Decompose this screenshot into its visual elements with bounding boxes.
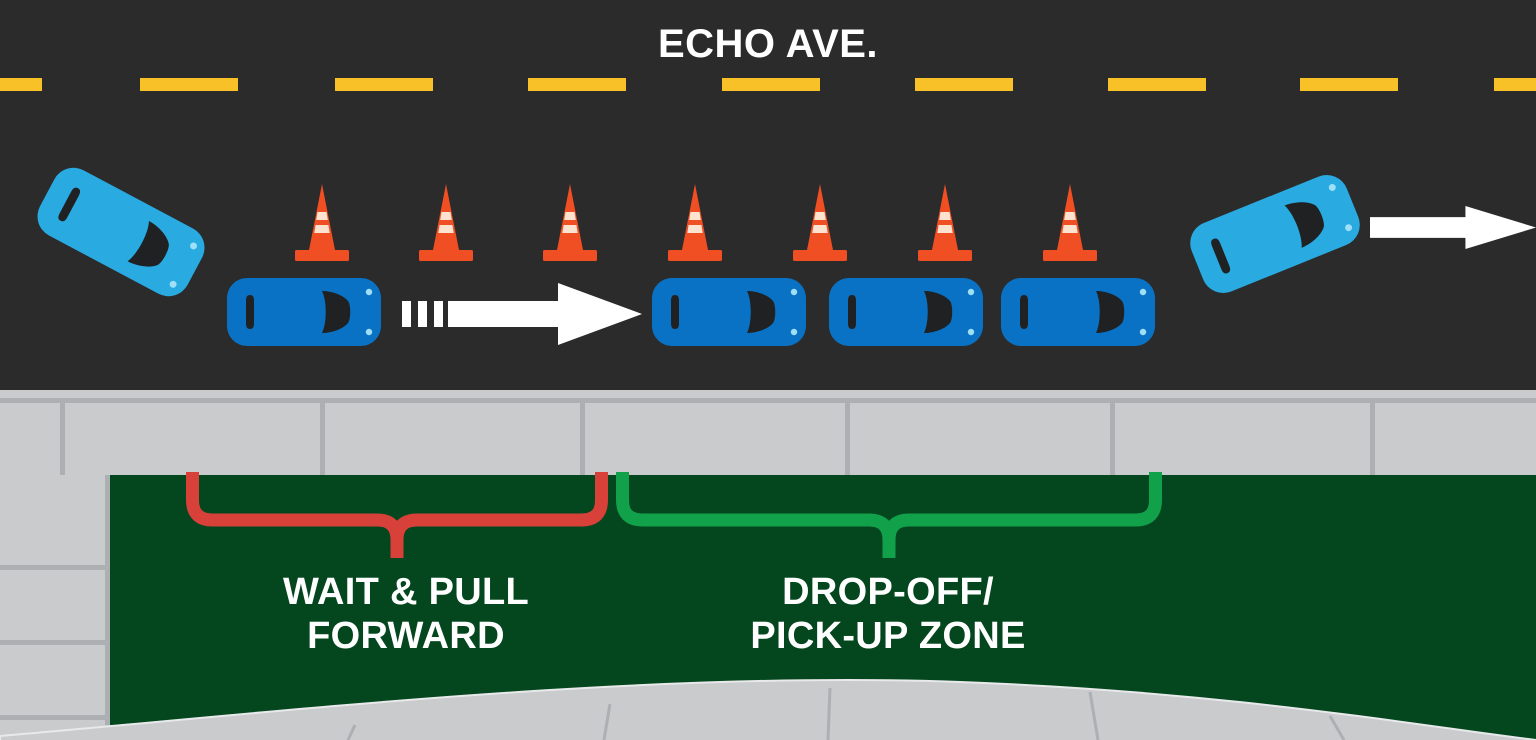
exit-arrow bbox=[1370, 206, 1536, 249]
sidewalk-seam-6 bbox=[1370, 403, 1375, 475]
lane-dash-8 bbox=[1300, 78, 1398, 91]
lane-dash-2 bbox=[140, 78, 238, 91]
traffic-cone-4 bbox=[668, 184, 722, 261]
lane-dash-3 bbox=[335, 78, 433, 91]
bracket-drop-off-pick-up bbox=[616, 472, 1162, 558]
traffic-cone-1 bbox=[295, 184, 349, 261]
left-sidewalk-seam-3 bbox=[0, 715, 110, 720]
pull-forward-arrow bbox=[402, 283, 642, 345]
sidewalk-seam-5 bbox=[1110, 403, 1115, 475]
zone-label-drop-off-pick-up: DROP-OFF/PICK-UP ZONE bbox=[548, 570, 1228, 659]
lane-dash-4 bbox=[528, 78, 626, 91]
lane-dash-6 bbox=[915, 78, 1013, 91]
curb-line bbox=[0, 398, 1536, 403]
car-waiting-1[interactable] bbox=[226, 277, 382, 347]
sidewalk-seam-2 bbox=[320, 403, 325, 475]
car-dropoff-2[interactable] bbox=[828, 277, 984, 347]
sidewalk-seam-4 bbox=[845, 403, 850, 475]
traffic-cone-2 bbox=[419, 184, 473, 261]
left-sidewalk-edge bbox=[105, 475, 110, 740]
left-sidewalk-seam-1 bbox=[0, 565, 110, 570]
zone-label-line-2: PICK-UP ZONE bbox=[750, 615, 1026, 658]
street-name-label: ECHO AVE. bbox=[657, 22, 879, 66]
traffic-cone-7 bbox=[1043, 184, 1097, 261]
traffic-cone-6 bbox=[918, 184, 972, 261]
curb-top-edge bbox=[0, 390, 1536, 398]
car-entering[interactable] bbox=[28, 159, 214, 306]
car-exiting[interactable] bbox=[1182, 167, 1368, 301]
bracket-wait-and-pull-forward bbox=[186, 472, 608, 558]
traffic-cone-3 bbox=[543, 184, 597, 261]
zone-label-line-1: DROP-OFF/ bbox=[782, 571, 994, 613]
lane-dash-5 bbox=[722, 78, 820, 91]
car-dropoff-3[interactable] bbox=[1000, 277, 1156, 347]
sidewalk-seam-3 bbox=[580, 403, 585, 475]
left-sidewalk-column bbox=[0, 475, 110, 740]
car-dropoff-1[interactable] bbox=[651, 277, 807, 347]
lane-dash-7 bbox=[1108, 78, 1206, 91]
zone-label-line-1: WAIT & PULL bbox=[282, 571, 530, 613]
traffic-cone-5 bbox=[793, 184, 847, 261]
left-sidewalk-seam-2 bbox=[0, 640, 110, 645]
curved-walkway bbox=[0, 678, 1536, 740]
zone-label-line-2: FORWARD bbox=[307, 615, 505, 658]
sidewalk-strip bbox=[0, 403, 1536, 475]
lane-dash-1 bbox=[0, 78, 42, 91]
sidewalk-seam-1 bbox=[60, 403, 65, 475]
lane-dash-9 bbox=[1494, 78, 1536, 91]
